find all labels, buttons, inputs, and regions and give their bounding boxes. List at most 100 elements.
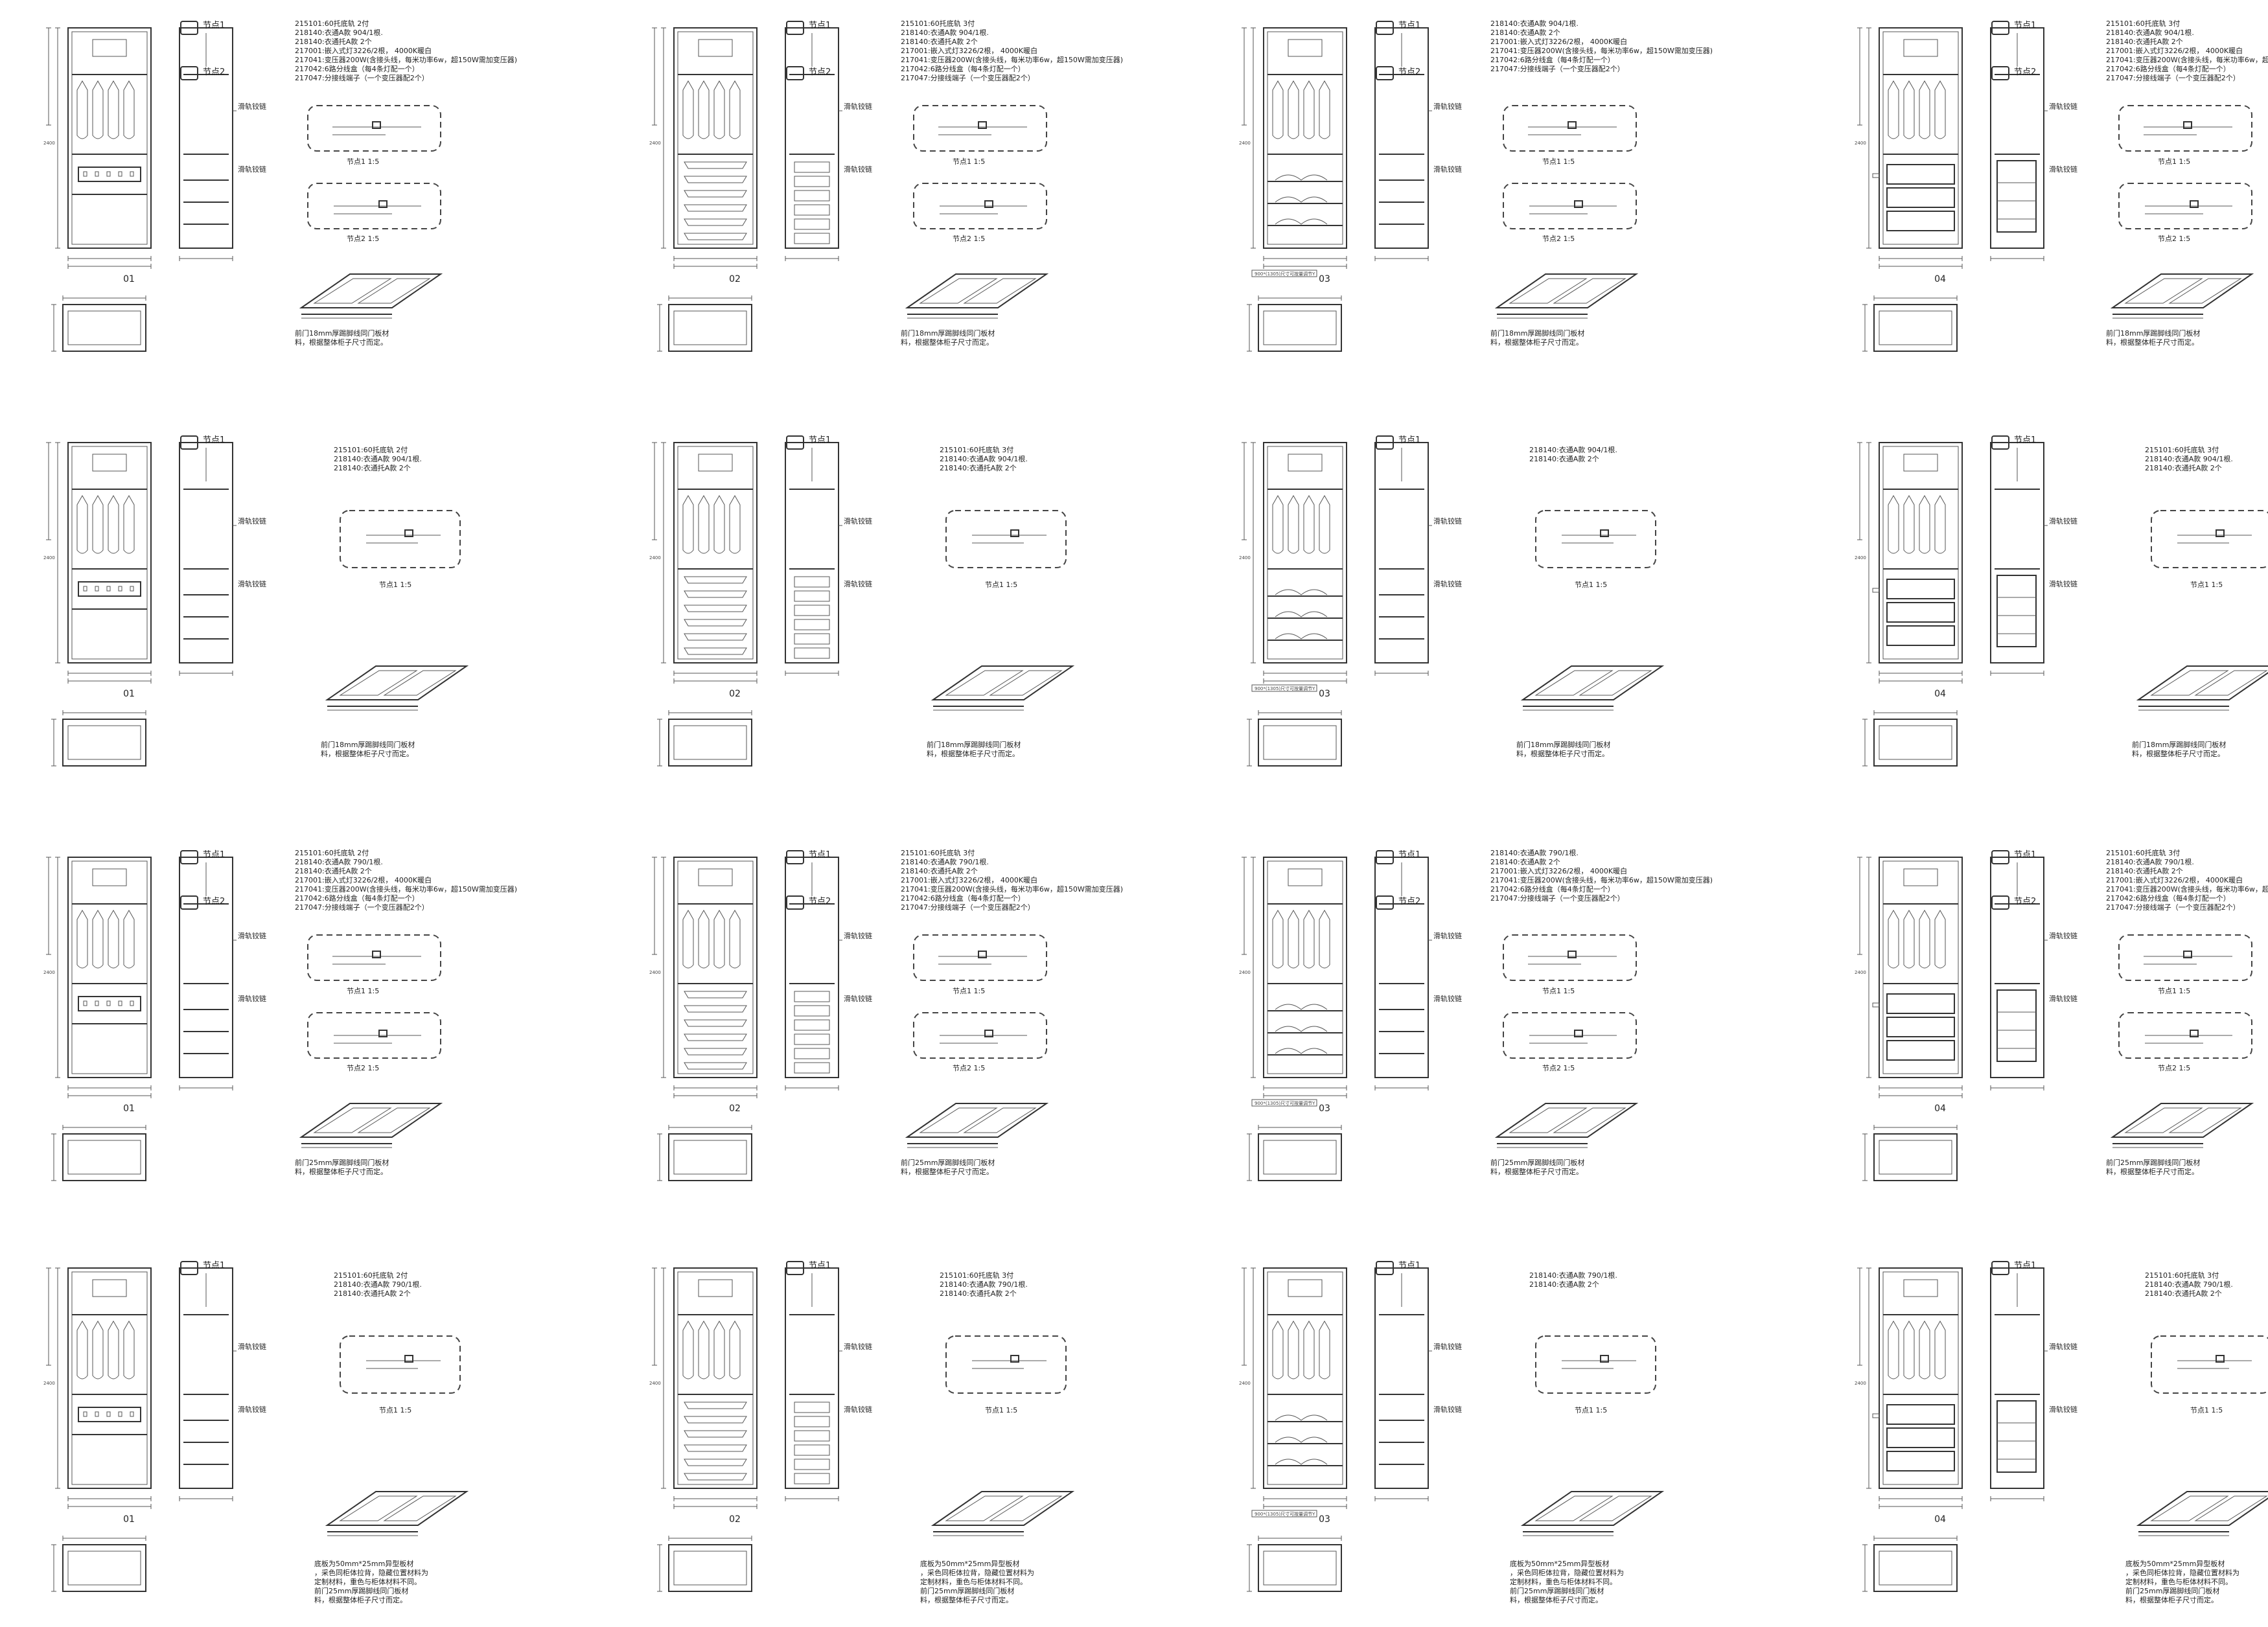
top-box [1903,1279,1938,1297]
side-section [785,857,839,1078]
drawer-case [1996,1400,2037,1473]
detail-bracket [1574,200,1583,208]
front-elevation [1879,857,1963,1078]
front-elevation [67,857,152,1078]
tray-slot [106,171,111,177]
spec-note: 217047:分接线端子（一个变压器配2个） [901,73,1035,82]
door-panel-right [2194,670,2268,696]
plan-inner [1879,310,1952,345]
plan-inner [1263,725,1337,760]
door-note: 料，根据整体柜子尺寸而定。 [1510,1595,1603,1604]
node-2-label: 节点2 [809,897,831,906]
front-elevation [1879,442,1963,663]
dimension-text: 2400 [1855,555,1866,560]
hanging-garment [76,494,88,554]
node-1-scale: 节点1 1:5 [1542,157,1575,166]
drawer-box [794,605,830,616]
damper-label: 滑轨铰链 [1433,579,1462,588]
node-2-label: 节点2 [1398,67,1420,77]
node-2-label: 节点2 [203,897,225,906]
side-section [1374,1267,1429,1489]
spec-note: 218140:衣通A款 904/1根. [940,454,1028,463]
plan-view [62,1133,146,1181]
hanging-garment [1888,494,1899,554]
drawer-slat [684,633,747,641]
damper-label: 滑轨铰链 [2049,165,2077,174]
node-1-tag [1376,435,1394,450]
spec-note: 217001:嵌入式灯3226/2根， 4000K暖白 [295,46,432,55]
plan-view [668,1133,752,1181]
tray-slot [106,1000,111,1006]
node-2-scale: 节点2 1:5 [953,235,985,243]
cabinet-unit-15: 2400节点1滑轨铰链滑轨铰链03900*(1305)尺寸可按量调节Y21814… [1239,1261,1665,1604]
door-note: 料，根据整体柜子尺寸而定。 [295,1167,388,1176]
door-note: 前门18mm厚踢脚线同门板材 [2106,329,2200,338]
folded-item [1275,611,1328,617]
node-1-label: 节点1 [809,435,831,445]
node-1-tag [786,1261,804,1275]
hanging-garment [698,494,710,554]
tray-slot [106,586,111,592]
damper-label: 滑轨铰链 [238,1342,266,1351]
damper-label: 滑轨铰链 [2049,1342,2077,1351]
node-1-scale: 节点1 1:5 [1575,1406,1607,1414]
node-2-scale: 节点2 1:5 [1542,1064,1575,1072]
side-note: ，采色同柜体拉背，隐藏位置材料为 [1510,1568,1624,1577]
unit-number: 03 [1319,1103,1330,1114]
plan-inner [1263,1551,1337,1586]
side-section [1990,1267,2044,1489]
side-section [785,27,839,249]
spec-note: 218140:衣通托A款 2个 [901,37,978,46]
top-box [1903,39,1938,57]
hanging-garment [1272,80,1284,139]
handle-mark [1872,1413,1880,1418]
door-note: 前门25mm厚踢脚线同门板材 [920,1586,1014,1595]
hanging-garment [92,80,104,139]
plan-inner [673,1551,747,1586]
tray-slot [83,1411,87,1417]
node-1-scale: 节点1 1:5 [2190,581,2223,589]
hanging-garment [1272,1320,1284,1379]
hanging-garment [76,80,88,139]
node-2-scale: 节点2 1:5 [347,235,379,243]
door-frame-outer [1494,273,1639,308]
drawer-box [794,1062,830,1074]
hanging-garment [1288,494,1299,554]
plinth-label: 900*(1305)尺寸可按量调节Y [1255,1100,1315,1106]
hanging-garment [713,494,725,554]
plan-view [1873,1133,1958,1181]
door-note: 料，根据整体柜子尺寸而定。 [927,749,1019,758]
front-elevation [1879,27,1963,249]
node-1-detail [945,1335,1067,1394]
door-panel-right [1553,1107,1626,1133]
node-2-label: 节点2 [203,67,225,77]
unit-number: 02 [729,1514,741,1525]
node-1-scale: 节点1 1:5 [347,157,379,166]
side-note: ，采色同柜体拉背，隐藏位置材料为 [314,1568,428,1577]
hanging-garment [1272,909,1284,969]
spec-note: 218140:衣通A款 790/1根. [2145,1280,2233,1289]
door-panel-right [989,670,1063,696]
front-elevation [673,1267,758,1489]
cabinet-unit-11: 2400节点1节点2滑轨铰链滑轨铰链03900*(1305)尺寸可按量调节Y21… [1239,848,1713,1181]
drawer-front [1886,1040,1955,1061]
spec-note: 217047:分接线端子（一个变压器配2个） [1490,64,1625,73]
detail-bracket [404,529,413,537]
folded-item [1275,174,1328,181]
tray-slot [130,171,134,177]
node-1-tag [786,850,804,864]
hanging-garment [1288,1320,1299,1379]
node-1-detail [1535,510,1656,568]
door-panel-right [357,278,431,304]
node-1-detail [2151,510,2268,568]
node-1-label: 节点1 [1398,21,1420,30]
front-inner [1882,860,1959,1074]
door-panel-left [339,1495,418,1521]
spec-note: 218140:衣通托A款 2个 [2145,463,2222,472]
damper-label: 滑轨铰链 [844,931,872,940]
pull-out-tray [78,581,141,597]
side-section [179,27,233,249]
